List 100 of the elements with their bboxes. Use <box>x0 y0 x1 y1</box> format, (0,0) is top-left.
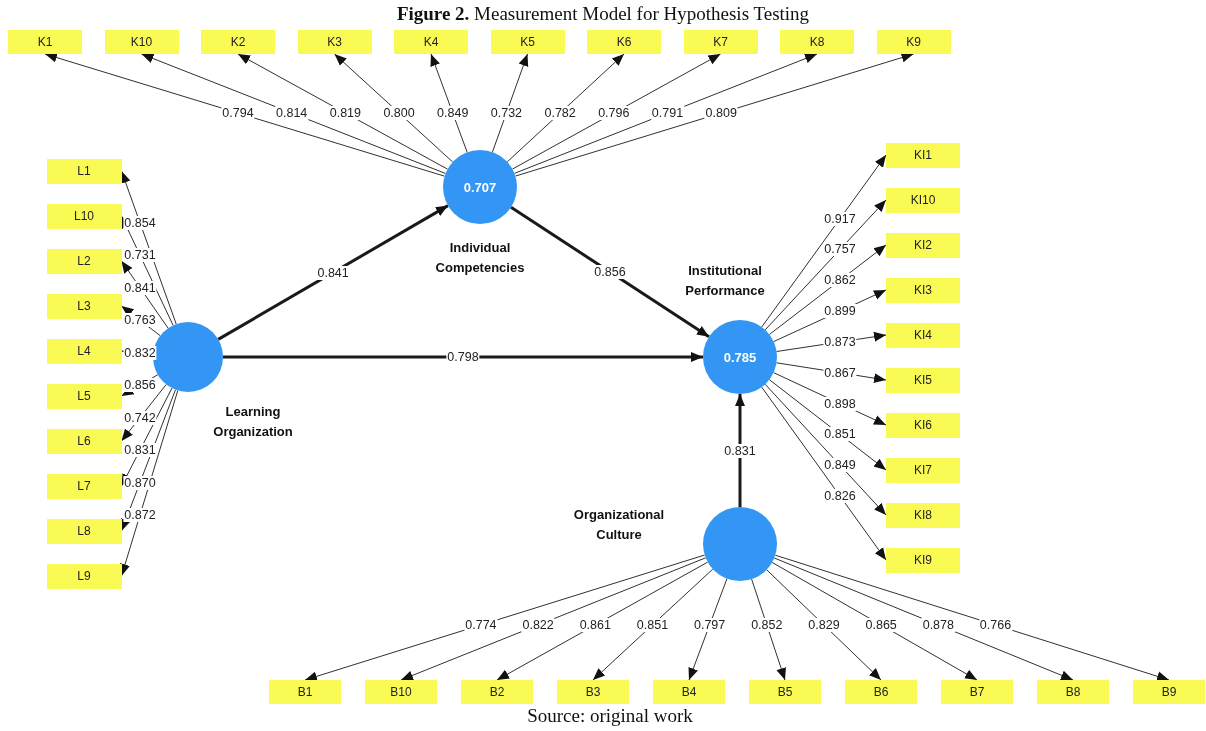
indicator-box: L6 <box>46 428 122 454</box>
indicator-box: K6 <box>587 30 661 54</box>
indicator-box: K3 <box>297 30 372 54</box>
indicator-box: B2 <box>461 680 533 704</box>
edge-label: 0.782 <box>543 106 577 120</box>
edge-label: 0.849 <box>823 458 857 473</box>
edge-label: 0.872 <box>123 508 157 523</box>
indicator-box: L3 <box>46 293 122 319</box>
indicator-box: K4 <box>394 30 468 54</box>
indicator-box: L2 <box>46 248 122 274</box>
edge-label: 0.757 <box>823 242 857 257</box>
edge-label: 0.849 <box>436 106 470 120</box>
edge-label: 0.829 <box>807 618 841 632</box>
construct-name: Learning Organization <box>212 403 294 441</box>
edge-label: 0.766 <box>978 618 1013 632</box>
edge-label: 0.867 <box>823 365 857 380</box>
indicator-box: K9 <box>876 30 951 54</box>
edge-label: 0.841 <box>123 280 157 295</box>
indicator-box: K10 <box>104 30 179 54</box>
edge-label: 0.898 <box>823 396 857 411</box>
edge-label: 0.831 <box>123 443 157 458</box>
indicator-box: L10 <box>46 203 122 229</box>
edge-label: 0.800 <box>382 106 416 120</box>
edge-label: 0.852 <box>750 618 784 632</box>
indicator-box: L9 <box>46 563 122 589</box>
edge-label: 0.856 <box>593 265 627 279</box>
construct-name: Individual Competencies <box>434 239 526 277</box>
indicator-box: KI4 <box>886 322 960 348</box>
edge-label: 0.809 <box>704 106 738 120</box>
edge-label: 0.917 <box>823 211 857 226</box>
edge-label: 0.794 <box>221 106 255 120</box>
edge-label: 0.856 <box>123 378 157 393</box>
indicator-box: K5 <box>490 30 565 54</box>
edge-label: 0.854 <box>123 215 157 230</box>
indicator-box: KI2 <box>886 232 960 258</box>
indicator-box: L4 <box>46 338 122 364</box>
edge-label: 0.862 <box>823 273 857 288</box>
indicator-box: B6 <box>845 680 917 704</box>
indicator-box: K8 <box>780 30 854 54</box>
edge-label: 0.851 <box>635 618 670 632</box>
indicator-box: L8 <box>46 518 122 544</box>
edge-label: 0.791 <box>650 106 685 120</box>
edge-label: 0.832 <box>123 345 157 360</box>
edge-label: 0.870 <box>123 475 157 490</box>
edge-label: 0.899 <box>823 304 857 319</box>
construct-circle <box>703 320 777 394</box>
indicator-box: KI5 <box>886 367 960 393</box>
edge-label: 0.797 <box>693 618 727 632</box>
indicator-box: B1 <box>269 680 341 704</box>
indicator-box: KI8 <box>886 502 960 528</box>
edge-label: 0.796 <box>597 106 631 120</box>
edge-label: 0.819 <box>328 106 362 120</box>
indicator-box: K2 <box>201 30 275 54</box>
edge-label: 0.873 <box>823 334 857 349</box>
construct-circle <box>443 150 517 224</box>
indicator-box: B4 <box>653 680 725 704</box>
arrow <box>735 394 745 507</box>
construct-circle <box>703 507 777 581</box>
r-squared-value: 0.707 <box>463 179 497 195</box>
edge-label: 0.742 <box>123 410 157 425</box>
edge-label: 0.851 <box>823 427 857 442</box>
indicator-box: L5 <box>46 383 122 409</box>
edge-label: 0.878 <box>921 618 955 632</box>
edge-label: 0.861 <box>578 618 612 632</box>
indicator-box: KI7 <box>886 457 960 483</box>
arrow <box>510 205 710 339</box>
indicator-box: B9 <box>1133 680 1205 704</box>
edge-label: 0.732 <box>489 106 524 120</box>
indicator-box: B5 <box>749 680 821 704</box>
arrow <box>223 352 703 362</box>
edge-label: 0.841 <box>316 265 350 280</box>
edge-label: 0.814 <box>275 106 309 120</box>
construct-circle <box>153 322 223 392</box>
source-caption: Source: original work <box>526 705 694 727</box>
indicator-box: B8 <box>1037 680 1109 704</box>
indicator-box: L7 <box>46 473 122 499</box>
indicator-box: B7 <box>941 680 1013 704</box>
construct-name: Organizational Culture <box>572 506 666 544</box>
indicator-box: KI9 <box>886 547 960 573</box>
indicator-box: B10 <box>365 680 437 704</box>
edge-label: 0.774 <box>464 618 498 632</box>
edge-label: 0.831 <box>723 443 757 458</box>
r-squared-value: 0.785 <box>723 349 757 365</box>
edge-label: 0.822 <box>521 618 555 632</box>
arrow <box>217 204 449 341</box>
indicator-box: KI3 <box>886 277 960 303</box>
indicator-box: K7 <box>683 30 758 54</box>
indicator-box: L1 <box>46 158 122 184</box>
construct-name: Institutional Performance <box>684 262 766 300</box>
edge-label: 0.763 <box>123 313 157 328</box>
indicator-box: KI6 <box>886 412 960 438</box>
edge-label: 0.865 <box>864 618 898 632</box>
edge-label: 0.826 <box>823 489 857 504</box>
indicator-box: K1 <box>8 30 82 54</box>
figure-title: Figure 2. Measurement Model for Hypothesis Testing <box>396 3 810 24</box>
edge-label: 0.798 <box>446 350 480 364</box>
indicator-box: KI1 <box>886 142 960 168</box>
indicator-box: KI10 <box>886 187 960 213</box>
indicator-box: B3 <box>557 680 629 704</box>
edge-label: 0.731 <box>123 248 157 263</box>
